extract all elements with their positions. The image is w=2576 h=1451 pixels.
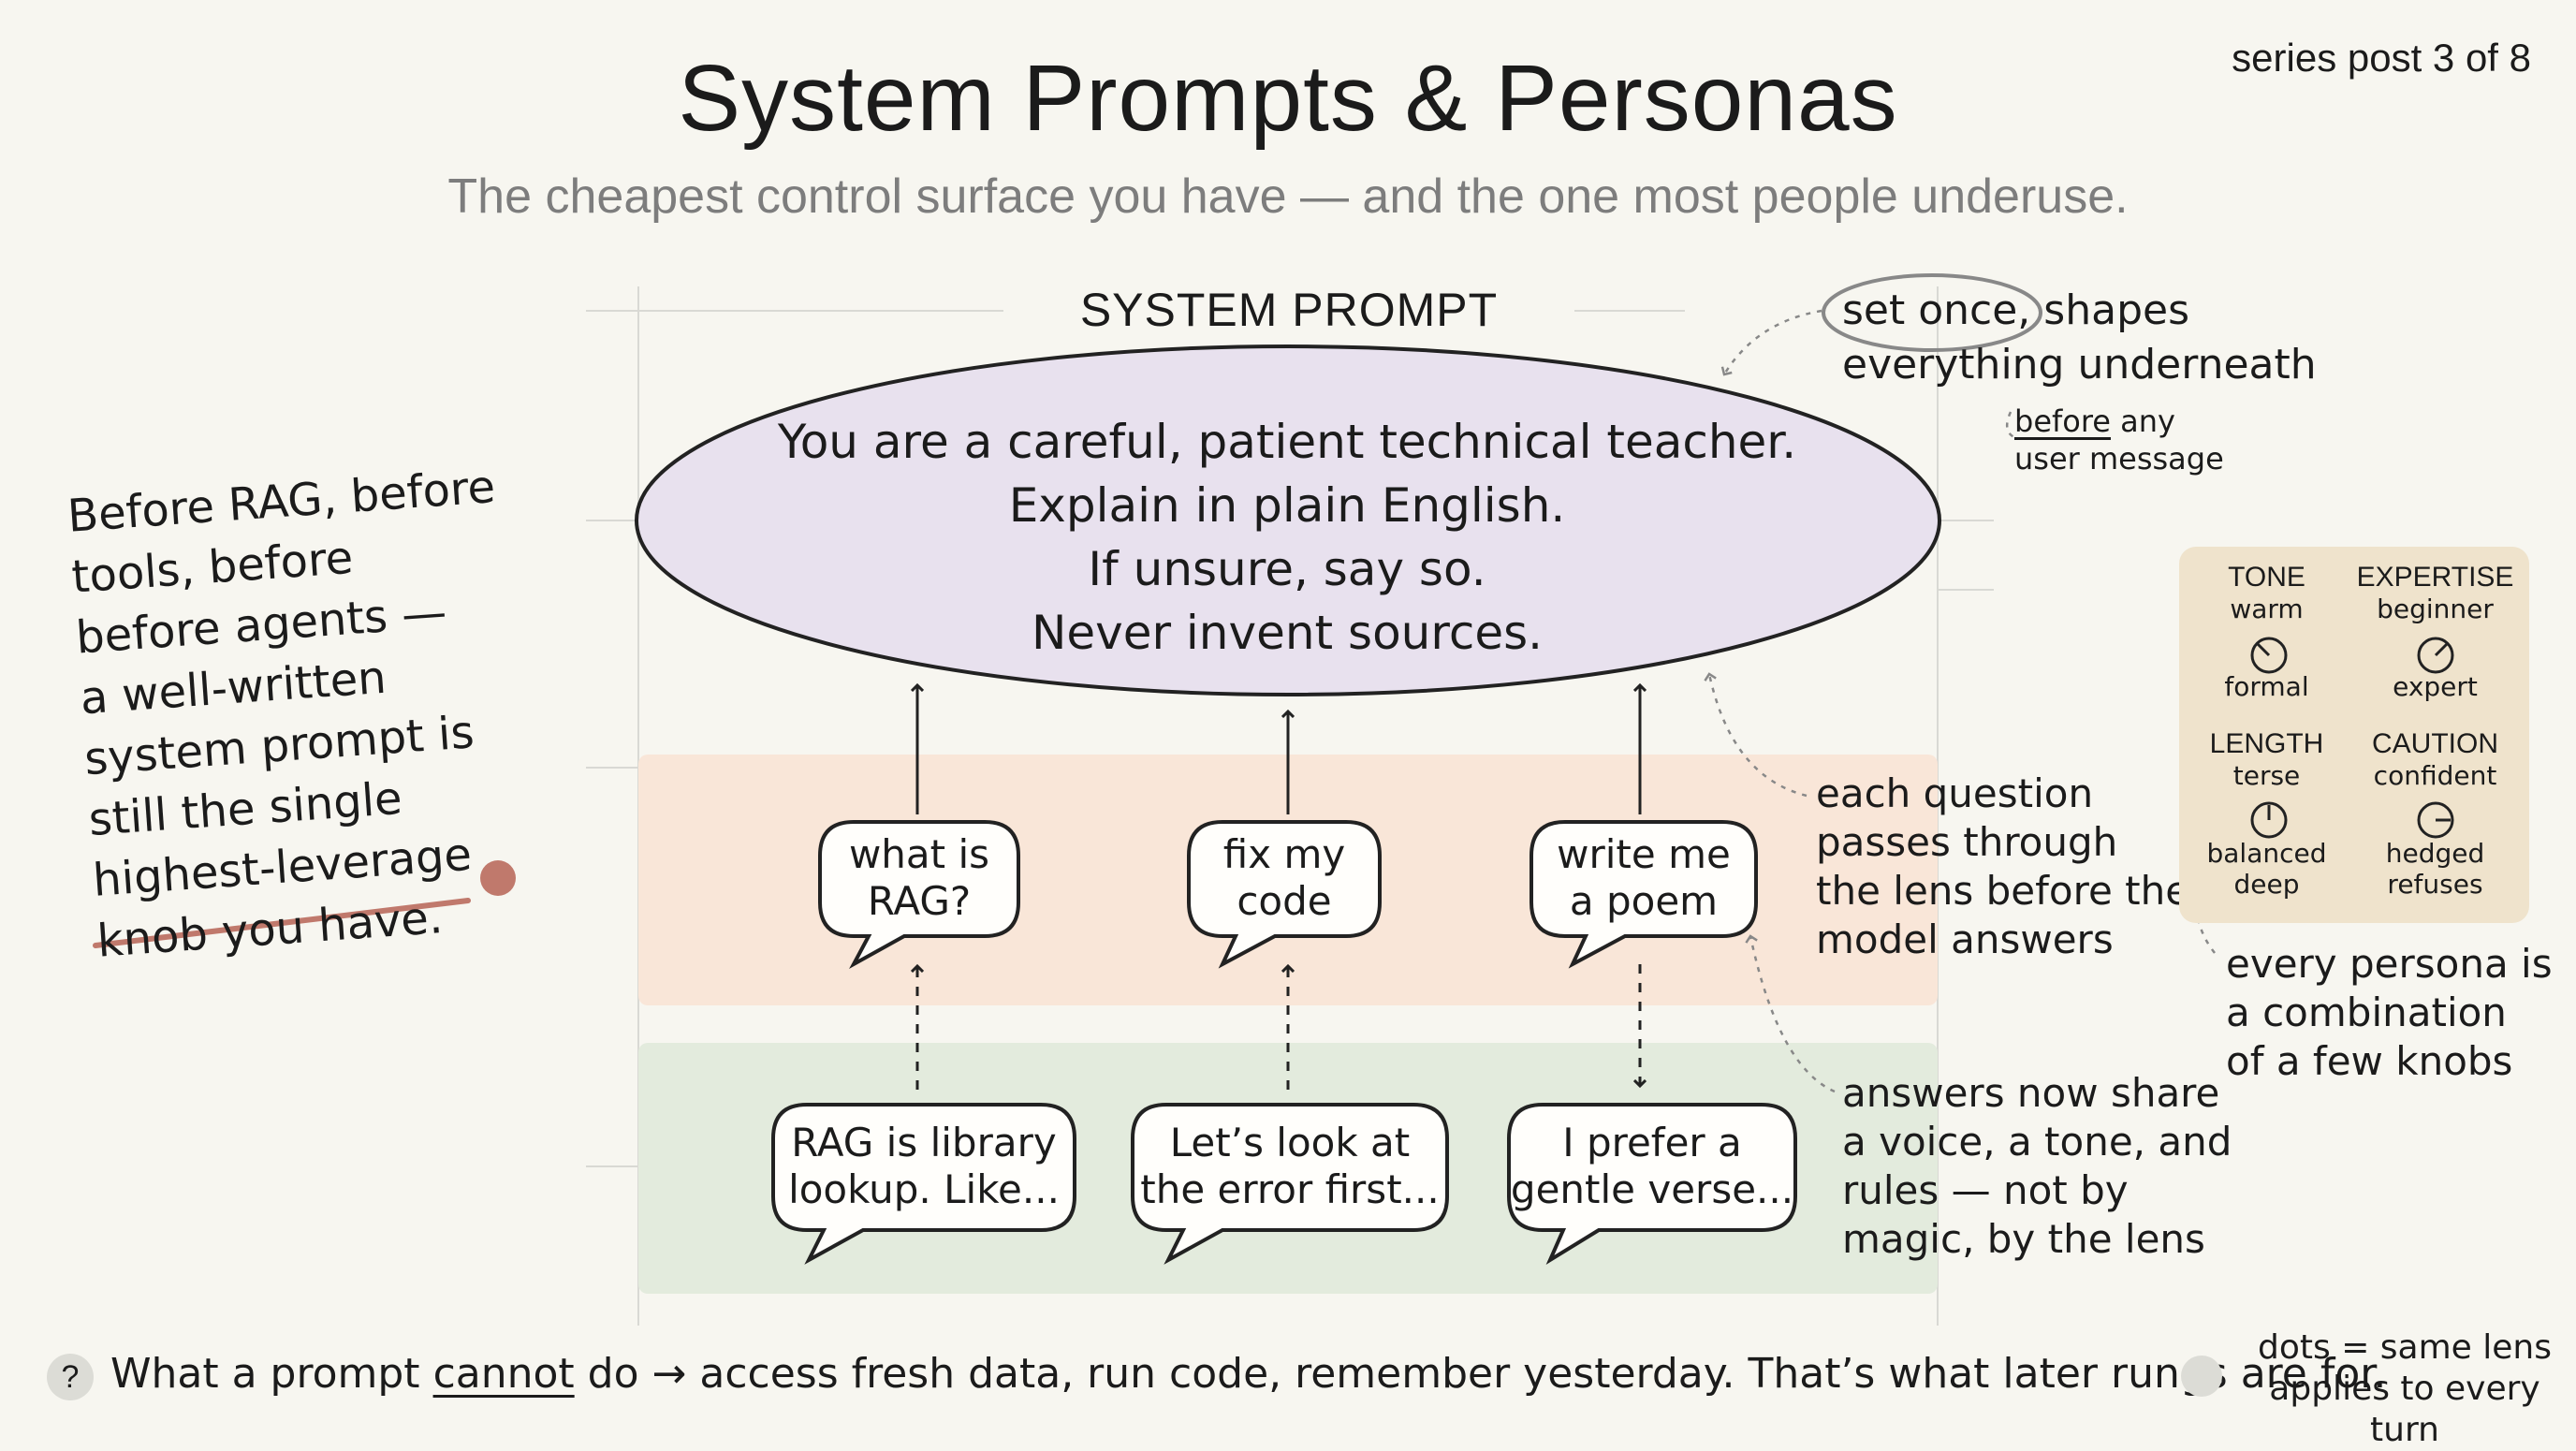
question-bubble-3 (1530, 820, 1758, 969)
knob-dial-icon (2417, 637, 2454, 674)
annotation-everything: everything underneath (1842, 341, 2317, 388)
dashed-flow-arrows (917, 964, 1640, 1090)
knob-caution: CAUTION confident hedged refuses (2372, 728, 2498, 900)
footer-underlined: cannot (432, 1350, 575, 1398)
question-3: write me a poem (1557, 831, 1731, 924)
annotation-before-any: before any user message (2014, 403, 2224, 476)
answer-bubble-1 (771, 1103, 1076, 1265)
annotation-connectors (1704, 309, 2216, 1093)
lens-line: If unsure, say so. (1088, 542, 1486, 596)
annotation-each-question: each question passes through the lens be… (1816, 770, 2190, 962)
footer-note: What a prompt cannot do → access fresh d… (110, 1350, 2387, 1398)
annotation-answers-share: answers now share a voice, a tone, and r… (1842, 1070, 2232, 1262)
answer-3: I prefer a gentle verse... (1510, 1120, 1794, 1212)
answer-1: RAG is library lookup. Like... (788, 1120, 1060, 1212)
legend: dots = same lens applies to every turn (2258, 1328, 2552, 1449)
knob-expertise: EXPERTISE beginner expert (2356, 562, 2514, 702)
knob-length: LENGTH terse balanced deep (2206, 728, 2327, 900)
accent-dot (480, 860, 516, 896)
system-prompt-label: SYSTEM PROMPT (1003, 283, 1574, 337)
set-once-circle (1822, 273, 2042, 352)
knob-dials (2250, 637, 2454, 839)
answer-bubble-3 (1507, 1103, 1797, 1266)
question-1: what is RAG? (848, 831, 990, 924)
page-subtitle: The cheapest control surface you have — … (447, 169, 2129, 224)
knob-dial-icon (2250, 637, 2288, 674)
series-label: series post 3 of 8 (2232, 36, 2531, 80)
persona-knob-panel (2179, 547, 2529, 923)
lens-line: Never invent sources. (1031, 606, 1544, 660)
answer-2: Let’s look at the error first... (1140, 1120, 1440, 1212)
knob-dial-icon (2417, 801, 2454, 839)
question-icon: ? (47, 1354, 94, 1400)
page-title: System Prompts & Personas (678, 46, 1898, 151)
knob-tone: TONE warm formal (2224, 562, 2309, 702)
question-2: fix my code (1222, 831, 1346, 924)
question-bubble-1 (818, 820, 1020, 970)
system-prompt-text: You are a careful, patient technical tea… (711, 410, 1863, 665)
annotation-set-once: set once, shapes (1842, 286, 2189, 334)
legend-dot-icon (2181, 1356, 2222, 1397)
lens-line: Explain in plain English. (1008, 478, 1566, 533)
question-to-lens-arrows (917, 685, 1640, 814)
left-note: Before RAG, before tools, before before … (66, 453, 585, 973)
question-bubble-2 (1187, 820, 1382, 969)
highlight-underline (93, 898, 471, 948)
system-prompt-lens (635, 344, 1941, 696)
lens-line: You are a careful, patient technical tea… (777, 415, 1797, 469)
knob-dial-icon (2250, 801, 2288, 839)
annotation-every-persona: every persona is a combination of a few … (2226, 941, 2553, 1084)
answer-bubble-2 (1131, 1103, 1449, 1265)
